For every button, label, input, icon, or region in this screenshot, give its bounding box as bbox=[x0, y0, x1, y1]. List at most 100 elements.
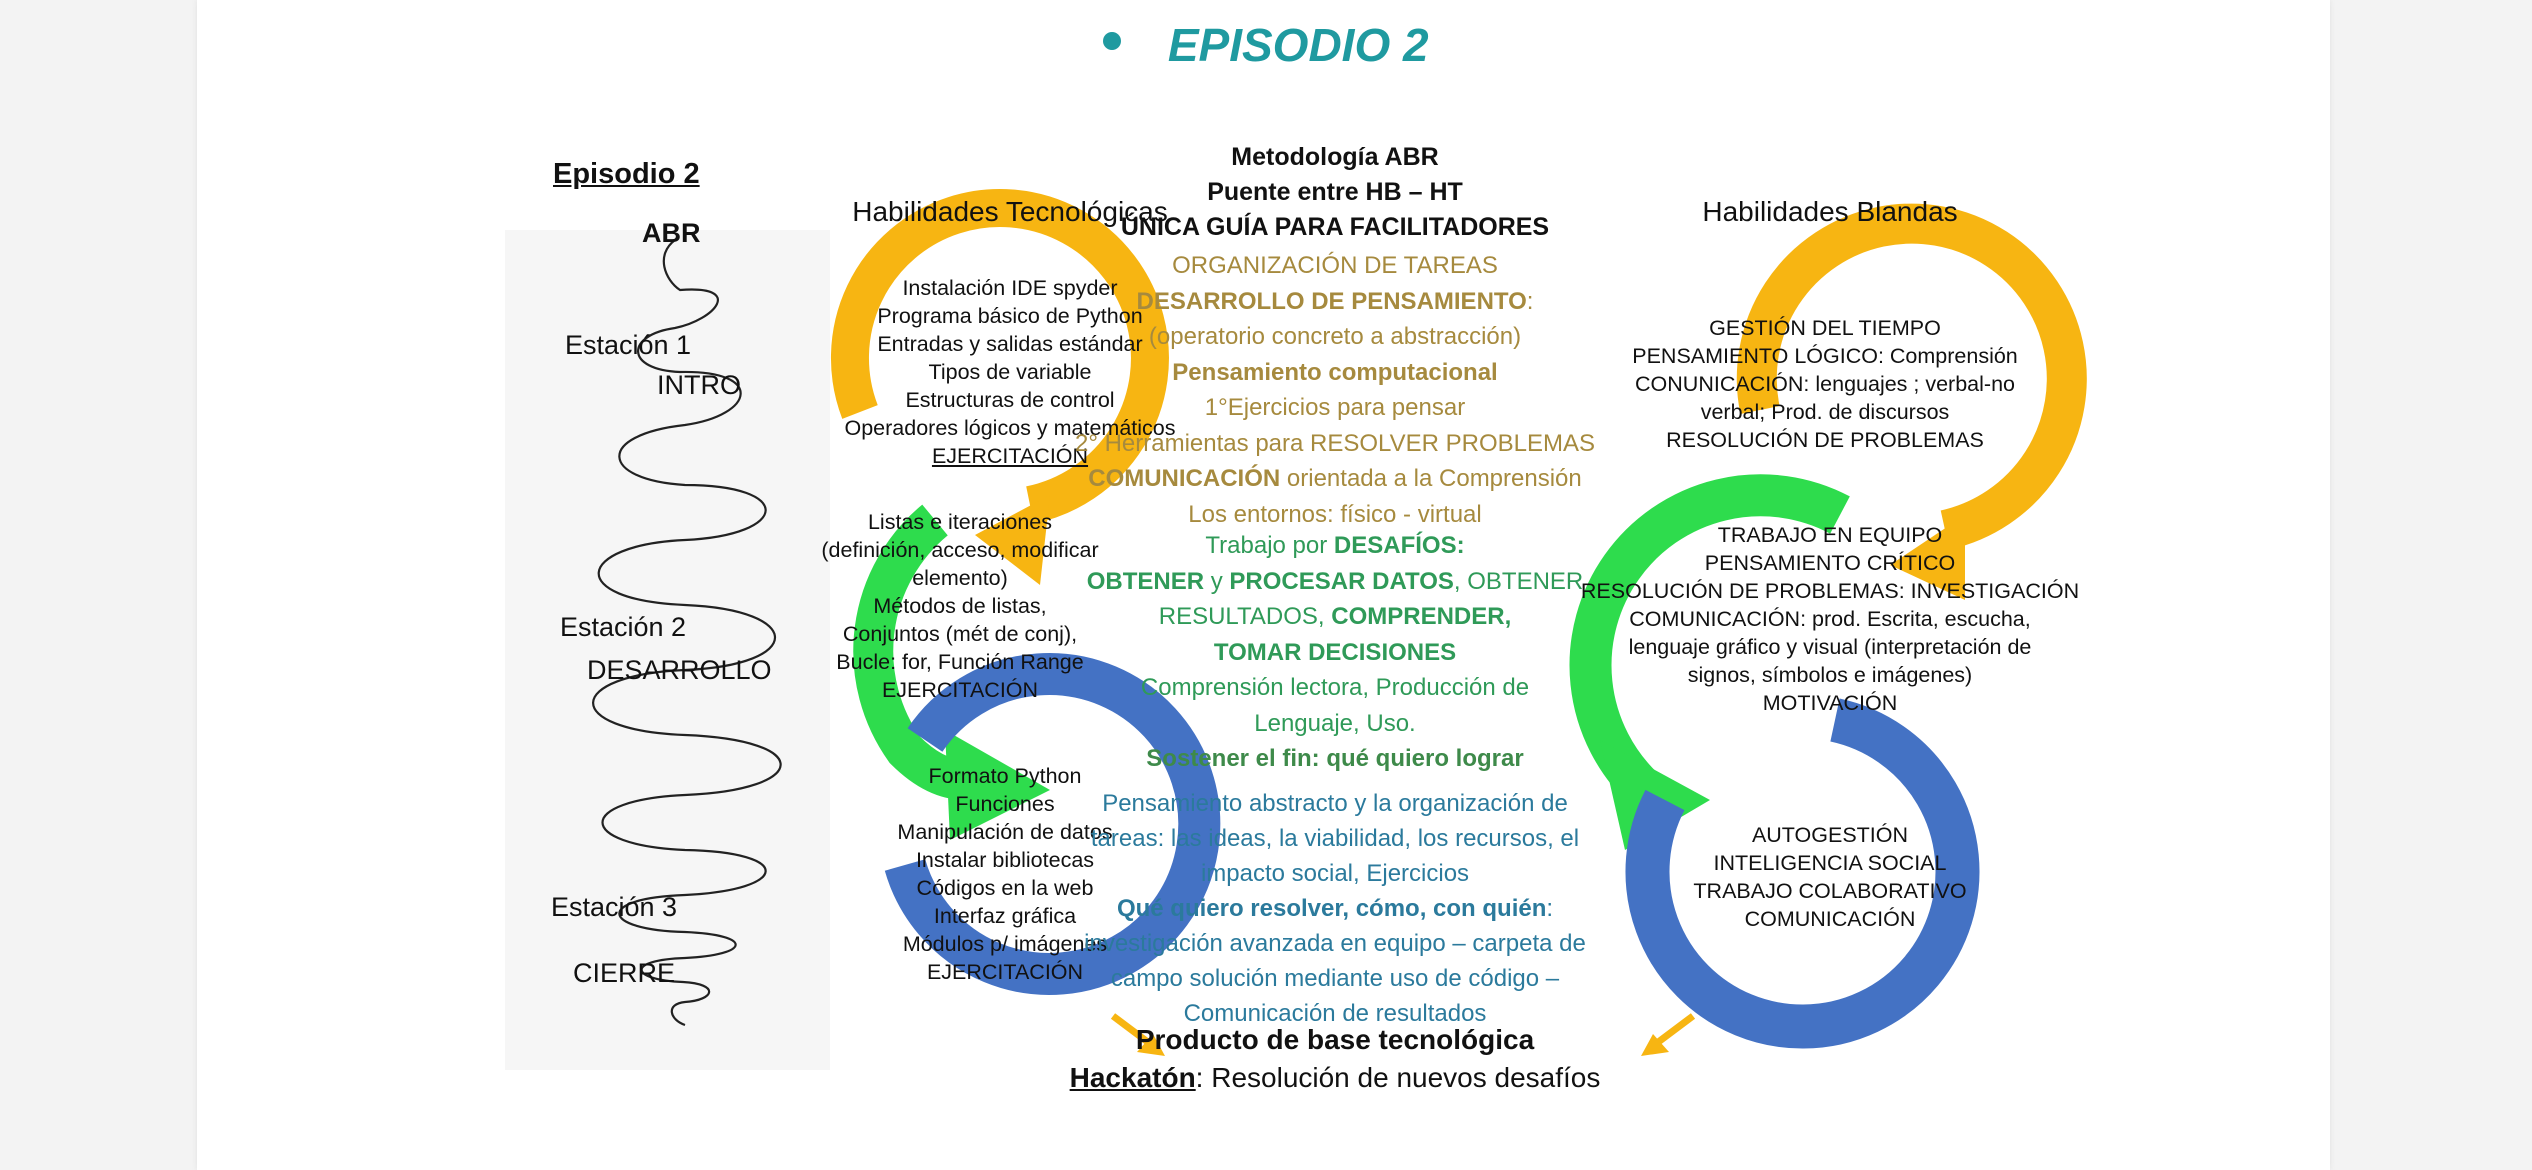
station-3-sub-label: CIERRE bbox=[573, 958, 676, 988]
list-item: Conjuntos (mét de conj), bbox=[842, 622, 1078, 646]
org-line: 1°Ejercicios para pensar bbox=[1204, 394, 1466, 421]
episode-heading: EPISODIO 2 bbox=[0, 18, 2532, 72]
list-item: INTELIGENCIA SOCIAL bbox=[1713, 851, 1947, 875]
list-item: lenguaje gráfico y visual (interpretació… bbox=[1628, 635, 2032, 659]
list-item: TRABAJO EN EQUIPO bbox=[1717, 523, 1943, 547]
station-3-label: Estación 3 bbox=[551, 892, 678, 922]
list-item: Bucle: for, Función Range bbox=[836, 650, 1084, 674]
abstract-line: tareas: las ideas, la viabilidad, los re… bbox=[1090, 825, 1580, 852]
list-item: COMUNICACIÓN: prod. Escrita, escucha, bbox=[1629, 607, 2031, 631]
abstract-line: Comunicación de resultados bbox=[1183, 1000, 1487, 1027]
episode-label: Episodio 2 bbox=[553, 158, 700, 190]
bridge-subtitle: Puente entre HB – HT bbox=[1207, 178, 1463, 206]
list-item: COMUNICACIÓN bbox=[1744, 907, 1916, 931]
list-item: PENSAMIENTO CRÍTICO bbox=[1704, 551, 1956, 575]
list-item: RESOLUCIÓN DE PROBLEMAS bbox=[1666, 428, 1984, 452]
bullet-icon bbox=[1103, 32, 1122, 50]
abstract-line: impacto social, Ejercicios bbox=[1200, 860, 1470, 887]
soft-green-list: TRABAJO EN EQUIPO PENSAMIENTO CRÍTICO RE… bbox=[1580, 521, 2080, 717]
left-bottom-arrow-shaft bbox=[1110, 1013, 1156, 1049]
list-item: Operadores lógicos y matemáticos bbox=[844, 416, 1176, 440]
list-item: Instalar bibliotecas bbox=[915, 848, 1095, 872]
org-line: COMUNICACIÓN orientada a la Comprensión bbox=[1088, 465, 1582, 492]
right-bottom-arrowhead bbox=[1641, 1034, 1669, 1056]
list-item: verbal; Prod. de discursos bbox=[1700, 400, 1950, 424]
tech-blue-list: Formato Python Funciones Manipulación de… bbox=[875, 762, 1135, 986]
org-line: ORGANIZACIÓN DE TAREAS bbox=[1172, 252, 1498, 279]
abstract-line: Qué quiero resolver, cómo, con quién: bbox=[1116, 895, 1554, 922]
list-item: TRABAJO COLABORATIVO bbox=[1693, 879, 1967, 903]
tech-green-arrowhead bbox=[945, 730, 1050, 840]
right-bottom-arrow-shaft bbox=[1650, 1013, 1696, 1049]
station-1-label: Estación 1 bbox=[565, 330, 692, 360]
list-item: Funciones bbox=[955, 792, 1055, 816]
heading-title: EPISODIO 2 bbox=[1167, 19, 1429, 71]
challenge-line: TOMAR DECISIONES bbox=[1213, 638, 1457, 666]
list-item: PENSAMIENTO LÓGICO: Comprensión bbox=[1632, 344, 2018, 368]
soft-yellow-ring bbox=[1736, 203, 2087, 550]
hackathon-label: Hackatón: Resolución de nuevos desafíos bbox=[1065, 1062, 1605, 1094]
list-item: RESOLUCIÓN DE PROBLEMAS: INVESTIGACIÓN bbox=[1580, 579, 2080, 603]
tech-blue-ring bbox=[884, 653, 1221, 995]
soft-green-ring bbox=[1569, 474, 1850, 806]
list-item: MOTIVACIÓN bbox=[1762, 691, 1898, 715]
methodology-header: Metodología ABR Puente entre HB – HT ÚNI… bbox=[1105, 140, 1565, 245]
left-bottom-arrowhead bbox=[1137, 1034, 1165, 1056]
abstract-line: investigación avanzada en equipo – carpe… bbox=[1084, 930, 1586, 957]
list-item: CONUNICACIÓN: lenguajes ; verbal-no bbox=[1635, 372, 2015, 396]
challenge-line: Lenguaje, Uso. bbox=[1254, 709, 1416, 737]
soft-skills-title: Habilidades Blandas bbox=[1702, 196, 1958, 227]
org-line: Pensamiento computacional bbox=[1172, 358, 1498, 386]
list-item: signos, símbolos e imágenes) bbox=[1687, 663, 1973, 687]
list-item: Interfaz gráfica bbox=[933, 904, 1077, 928]
soft-yellow-list: GESTIÓN DEL TIEMPO PENSAMIENTO LÓGICO: C… bbox=[1605, 314, 2045, 454]
list-item: Códigos en la web bbox=[916, 876, 1094, 900]
tech-yellow-ring bbox=[831, 189, 1169, 524]
hackathon-title: Hackatón bbox=[1069, 1062, 1196, 1093]
org-line: Los entornos: físico - virtual bbox=[1188, 500, 1482, 528]
soft-yellow-arrowhead bbox=[1890, 515, 1965, 600]
list-item: Programa básico de Python bbox=[877, 304, 1143, 328]
abstract-line: Pensamiento abstracto y la organización … bbox=[1102, 790, 1568, 817]
list-item: Estructuras de control bbox=[905, 388, 1115, 412]
list-item: EJERCITACIÓN bbox=[881, 678, 1039, 702]
station-2-label: Estación 2 bbox=[560, 612, 687, 642]
list-item: Módulos p/ imágenes bbox=[902, 932, 1108, 956]
list-item: Instalación IDE spyder bbox=[902, 276, 1118, 300]
list-item: EJERCITACIÓN bbox=[931, 444, 1089, 468]
list-item: Listas e iteraciones bbox=[867, 510, 1053, 534]
diagram-graphics bbox=[592, 189, 2087, 1056]
methodology-title: Metodología ABR bbox=[1231, 143, 1439, 171]
list-item: GESTIÓN DEL TIEMPO bbox=[1709, 316, 1941, 340]
abr-label: ABR bbox=[642, 218, 701, 248]
challenge-line: RESULTADOS, COMPRENDER, bbox=[1158, 603, 1512, 630]
challenge-line: OBTENER y PROCESAR DATOS, OBTENER bbox=[1086, 567, 1584, 595]
soft-blue-list: AUTOGESTIÓN INTELIGENCIA SOCIAL TRABAJO … bbox=[1690, 821, 1970, 933]
list-item: Formato Python bbox=[928, 764, 1082, 788]
org-line: 2° Herramientas para RESOLVER PROBLEMAS bbox=[1074, 429, 1595, 457]
hackathon-desc: : Resolución de nuevos desafíos bbox=[1195, 1062, 1601, 1093]
tech-yellow-list: Instalación IDE spyder Programa básico d… bbox=[805, 274, 1215, 470]
soft-blue-ring bbox=[1625, 698, 1980, 1049]
abstract-thinking-block: Pensamiento abstracto y la organización … bbox=[1065, 786, 1605, 1031]
product-label: Producto de base tecnológica bbox=[1135, 1024, 1535, 1055]
tech-skills-title: Habilidades Tecnológicas bbox=[852, 196, 1168, 227]
guide-subtitle: ÚNICA GUÍA PARA FACILITADORES bbox=[1120, 213, 1550, 241]
list-item: Tipos de variable bbox=[928, 360, 1092, 384]
challenge-line: Comprensión lectora, Producción de bbox=[1140, 674, 1530, 701]
list-item: Manipulación de datos bbox=[897, 820, 1113, 844]
list-item: Entradas y salidas estándar bbox=[877, 332, 1143, 356]
abstract-line: campo solución mediante uso de código – bbox=[1110, 965, 1560, 992]
list-item: EJERCITACIÓN bbox=[926, 960, 1084, 984]
list-item: (definición, acceso, modificar bbox=[821, 538, 1099, 562]
abr-methodology-diagram: Episodio 2 ABR Estación 1 INTRO Estación… bbox=[505, 140, 2145, 1100]
station-2-sub-label: DESARROLLO bbox=[587, 655, 772, 685]
tech-yellow-arrowhead bbox=[975, 495, 1050, 585]
org-line: (operatorio concreto a abstracción) bbox=[1148, 323, 1522, 350]
spiral-coil bbox=[592, 239, 782, 1027]
station-1-sub-label: INTRO bbox=[657, 370, 741, 400]
challenge-line: Trabajo por DESAFÍOS: bbox=[1205, 532, 1465, 559]
list-item: elemento) bbox=[912, 566, 1008, 590]
challenge-line: Sostener el fin: qué quiero lograr bbox=[1146, 745, 1524, 772]
tech-green-ring bbox=[853, 504, 967, 800]
